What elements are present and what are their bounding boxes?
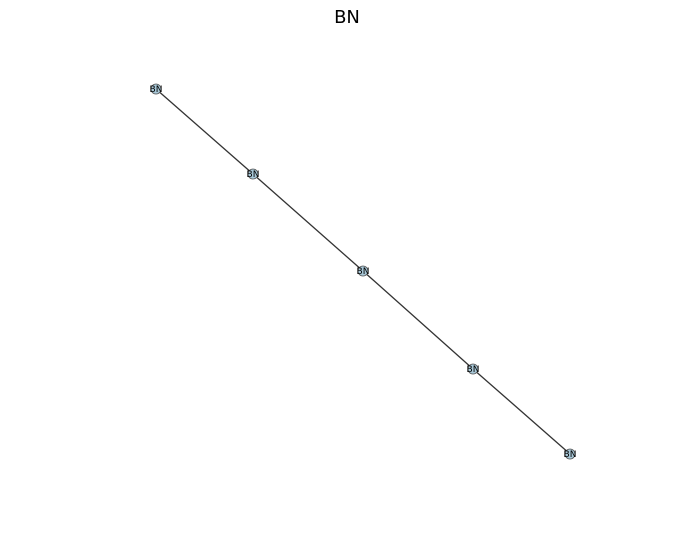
graph-node: BN <box>564 448 577 460</box>
node-label: BN <box>247 170 260 180</box>
nodes-group: BN BN BN BN BN <box>150 83 577 460</box>
node-label: BN <box>467 365 480 375</box>
graph-node: BN <box>467 363 480 375</box>
node-marker <box>467 363 479 375</box>
edge-n3-n4 <box>362 270 474 370</box>
graph-node: BN <box>247 168 260 180</box>
edge-n4-n5 <box>472 368 571 455</box>
edge-n1-n2 <box>155 88 254 175</box>
node-label: BN <box>564 450 577 460</box>
edges-group <box>155 88 571 455</box>
graph-node: BN <box>357 265 370 277</box>
node-marker <box>247 168 259 180</box>
node-marker <box>564 448 576 460</box>
node-marker <box>150 83 162 95</box>
edge-n2-n3 <box>252 173 364 272</box>
graph-node: BN <box>150 83 163 95</box>
node-marker <box>357 265 369 277</box>
diagram-title: BN <box>334 7 360 28</box>
node-label: BN <box>150 85 163 95</box>
node-label: BN <box>357 267 370 277</box>
